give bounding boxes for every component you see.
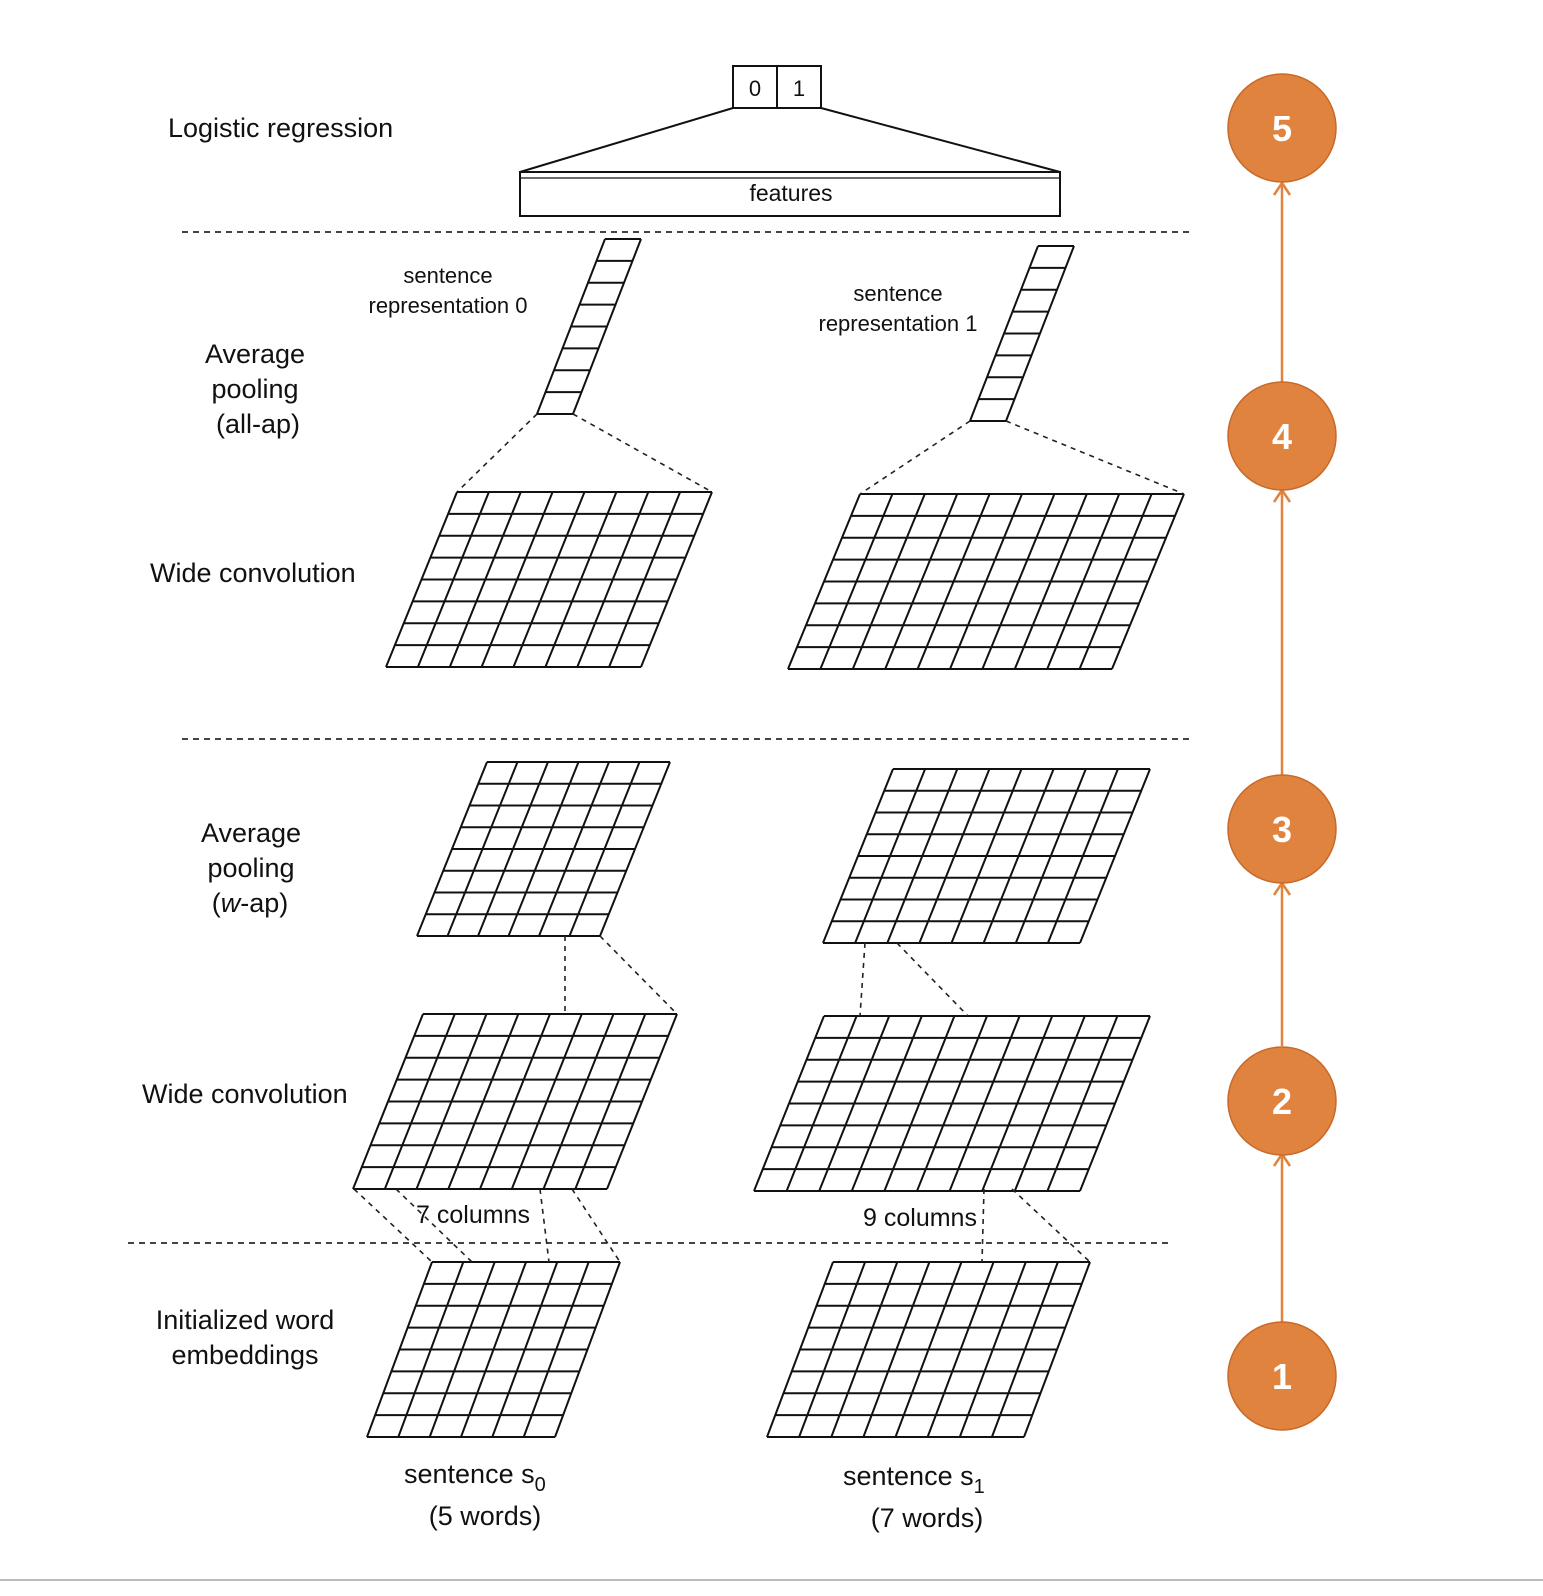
step-circle-4	[1227, 381, 1337, 491]
layer-label-wide-conv-bottom: Wide convolution	[142, 1079, 348, 1109]
step-circle-3	[1227, 774, 1337, 884]
step-circle-2	[1227, 1046, 1337, 1156]
wide-conv-bottom-grid-1	[753, 1015, 1151, 1192]
arrowhead-4-5	[1272, 180, 1292, 196]
step-number-1: 1	[1272, 1356, 1292, 1397]
layer-label-avg-pool-w-2: pooling	[207, 853, 294, 883]
sentence-s1-words: (7 words)	[871, 1503, 984, 1533]
step-number-2: 2	[1272, 1081, 1292, 1122]
avg-pool-w-grid-0	[416, 761, 671, 937]
fan-line-right	[820, 107, 1061, 173]
layer-label-word-embeddings-2: embeddings	[171, 1340, 318, 1370]
output-cell-1-label: 1	[793, 76, 805, 101]
sentence-rep-0-vector	[536, 238, 642, 415]
columns-label-left: 7 columns	[416, 1201, 530, 1229]
feature-map-grids	[352, 491, 1185, 1438]
output-cell-0-label: 0	[749, 76, 761, 101]
rep0-label-line2: representation 0	[369, 293, 528, 318]
layer-label-avg-pool-all-2: pooling	[211, 374, 298, 404]
step-circle-1	[1227, 1321, 1337, 1431]
layer-label-avg-pool-all-1: Average	[205, 339, 305, 369]
features-box	[519, 171, 1061, 217]
layer-label-wide-conv-top: Wide convolution	[150, 558, 356, 588]
step-ladder: 1 2 3 4 5	[1227, 73, 1337, 1431]
word-embedding-grid-1	[766, 1261, 1091, 1438]
step-number-3: 3	[1272, 809, 1292, 850]
output-cell-0	[732, 65, 778, 109]
word-embedding-grid-0	[366, 1261, 621, 1438]
step-number-4: 4	[1272, 416, 1292, 457]
layer-label-avg-pool-all-3: (all-ap)	[216, 409, 300, 439]
layer-label-logistic-regression: Logistic regression	[168, 113, 393, 143]
output-cell-1	[776, 65, 822, 109]
output-block: 0 1 features	[519, 65, 1061, 217]
wide-conv-top-grid-0	[385, 491, 713, 668]
avg-pool-w-grid-1	[822, 768, 1151, 944]
layer-label-avg-pool-w-1: Average	[201, 818, 301, 848]
sentence-rep-1-vector	[969, 245, 1075, 422]
features-label: features	[749, 180, 832, 206]
sentence-s1-label: sentence s1	[843, 1461, 985, 1498]
wide-conv-top-grid-1	[787, 493, 1185, 670]
wide-conv-bottom-grid-0	[352, 1013, 678, 1190]
rep1-label-line2: representation 1	[819, 311, 978, 336]
rep0-label-line1: sentence	[403, 263, 492, 288]
sentence-representation-vectors	[536, 238, 1075, 422]
step-number-5: 5	[1272, 108, 1292, 149]
layer-label-word-embeddings-1: Initialized word	[156, 1305, 335, 1335]
layer-label-avg-pool-w-3: (w-ap)	[212, 888, 289, 918]
dashed-connectors	[353, 413, 1185, 1263]
fan-line-left	[519, 107, 734, 173]
rep1-label-line1: sentence	[853, 281, 942, 306]
step-circle-5	[1227, 73, 1337, 183]
sentence-s0-label: sentence s0	[404, 1459, 546, 1496]
columns-label-right: 9 columns	[863, 1204, 977, 1232]
sentence-s0-words: (5 words)	[429, 1501, 542, 1531]
